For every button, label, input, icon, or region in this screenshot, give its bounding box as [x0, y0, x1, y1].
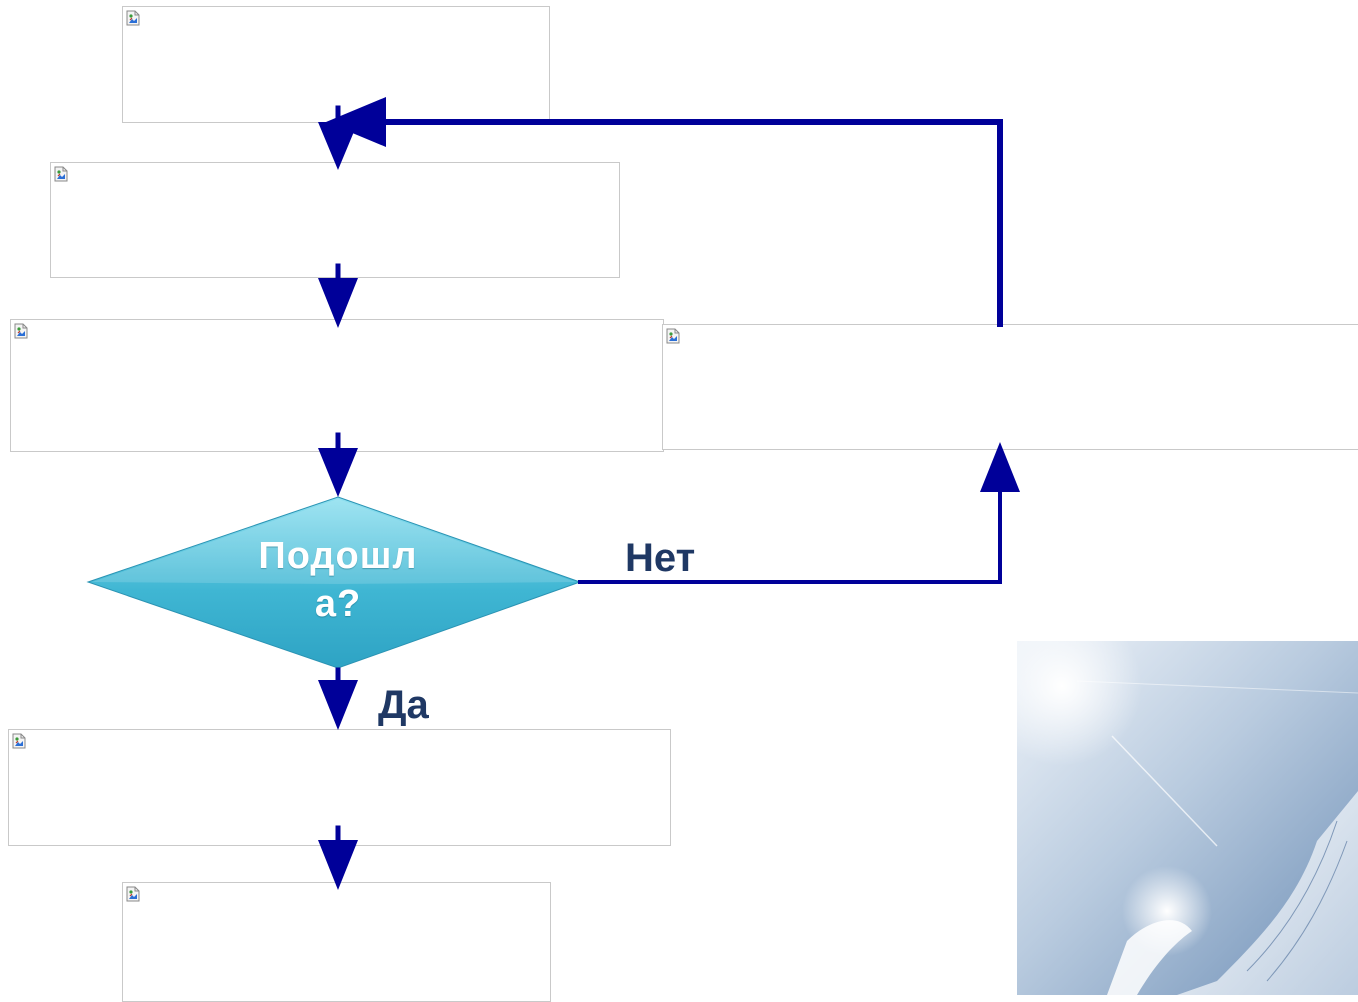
arrowhead-icon — [318, 448, 358, 497]
no-label: Нет — [625, 536, 696, 580]
broken-image-icon — [12, 733, 26, 749]
decision-label-line-2: а? — [314, 583, 362, 625]
no-branch-connector — [578, 488, 1002, 584]
arrowhead-icon — [980, 442, 1020, 492]
decision-label-line-1: Подошл — [258, 535, 418, 577]
loop-back-connector — [379, 119, 1003, 327]
yes-label: Да — [378, 683, 429, 727]
arrowhead-icon — [318, 278, 358, 328]
decorative-background-image — [1017, 641, 1358, 995]
image-placeholder-2 — [50, 162, 620, 278]
broken-image-icon — [14, 323, 28, 339]
image-placeholder-4 — [662, 324, 1358, 450]
image-placeholder-1 — [122, 6, 550, 123]
arrowhead-icon — [318, 122, 358, 170]
broken-image-icon — [54, 166, 68, 182]
arrowhead-icon — [318, 840, 358, 890]
decision-label: Подошл а? — [228, 532, 448, 628]
image-placeholder-3 — [10, 319, 664, 452]
broken-image-icon — [126, 10, 140, 26]
broken-image-icon — [126, 886, 140, 902]
image-placeholder-6 — [122, 882, 551, 1002]
arrowhead-icon — [318, 680, 358, 730]
broken-image-icon — [666, 328, 680, 344]
